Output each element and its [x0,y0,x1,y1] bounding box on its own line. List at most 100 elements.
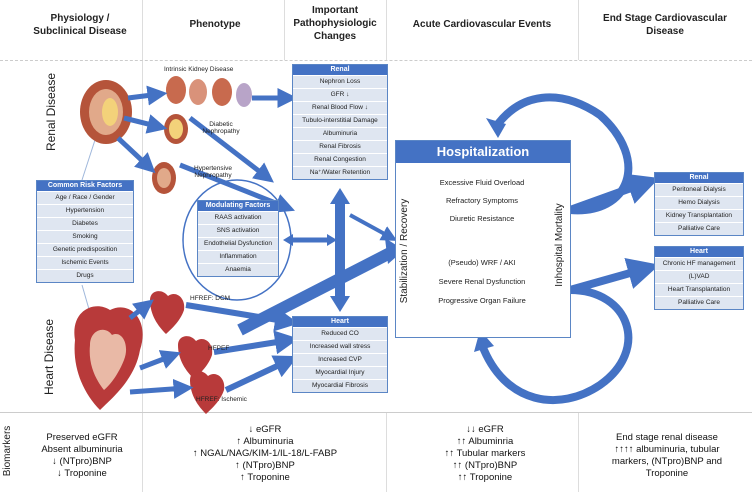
arrow-kidney-intrinsic [127,85,168,106]
label-inhospital-mortality: Inhospital Mortality [554,203,565,287]
biomarker-line: markers, (NTpro)BNP and [611,456,723,467]
connector-risk-renal [81,139,96,181]
label-hfpef: HFPEF [208,345,230,352]
biomarker-line: ↓ (NTpro)BNP [52,456,112,467]
endstage-renal-title: Renal [655,173,743,183]
risk-factor-item: Diabetes [37,217,133,230]
label-hfref-ischemic: HFREF: Ischemic [196,396,247,403]
renal-change-item: Albuminuria [293,127,387,140]
heart-main-icon [74,306,143,410]
header-acute: Acute Cardiovascular Events [412,19,552,30]
modulating-factor-item: Anaemia [198,263,278,276]
hosp-item: Refractory Symptoms [445,196,519,205]
endstage-heart-title: Heart [655,247,743,257]
renal-changes-panel: Renal Nephron Loss GFR ↓ Renal Blood Flo… [292,64,388,180]
endstage-heart-item: Heart Transplantation [655,283,743,296]
biomarker-divider [0,412,752,413]
hosp-item: (Pseudo) WRF / AKI [448,258,516,267]
biomarker-line: ↓↓ eGFR [466,424,504,435]
column-divider [386,412,387,492]
label-intrinsic-kidney: Intrinsic Kidney Disease [164,66,234,73]
hosp-item: Severe Renal Dysfunction [438,277,526,286]
hosp-item: Diuretic Resistance [449,214,515,223]
risk-factors-panel: Common Risk Factors Age / Race / Gender … [36,180,134,283]
heart-change-item: Increased CVP [293,353,387,366]
heart-change-item: Myocardial Fibrosis [293,379,387,392]
biomarker-line: ↑↑↑↑ albuminuria, tubular [614,444,720,455]
endstage-renal-item: Peritoneal Dialysis [655,183,743,196]
biomarkers-col-endstage: End stage renal disease ↑↑↑↑ albuminuria… [592,432,742,480]
label-diabetic-nephropathy: Diabetic Nephropathy [202,121,240,135]
heart-change-item: Myocardial Injury [293,366,387,379]
biomarker-line: Preserved eGFR [46,432,118,443]
endstage-heart-panel: Heart Chronic HF management (L)VAD Heart… [654,246,744,310]
arrow-to-endstage-heart [568,258,660,294]
hospitalization-title: Hospitalization [396,141,570,163]
risk-factors-title: Common Risk Factors [37,181,133,191]
header-physiology: Physiology / Subclinical Disease [33,13,127,37]
arrow-heart-hosp [237,246,395,336]
kidney-hypertensive-icon [152,162,176,194]
heart-hfpef-icon [178,336,213,379]
column-divider [578,0,579,60]
column-divider [386,0,387,60]
kidney-intrinsic-icon [166,76,252,107]
endstage-renal-item: Hemo Dialysis [655,196,743,209]
arrow-heart-hfpef [139,350,182,371]
biomarker-line: ↑ Albuminuria [236,436,294,447]
heart-ischemic-icon [190,371,225,414]
label-hypertensive-nephropathy: Hypertensive Nephropathy [194,165,232,179]
arrow-to-endstage-renal [568,173,660,214]
risk-factor-item: Ischemic Events [37,256,133,269]
arrow-hfpef-heart [213,330,299,355]
heart-changes-title: Heart [293,317,387,327]
renal-changes-title: Renal [293,65,387,75]
endstage-heart-item: Chronic HF management [655,257,743,270]
heart-changes-panel: Heart Reduced CO Increased wall stress I… [292,316,388,393]
biomarker-line: ↑ (NTpro)BNP [235,460,295,471]
renal-change-item: Renal Fibrosis [293,140,387,153]
risk-factor-item: Hypertension [37,204,133,217]
arrow-kidney-hypertensive [116,136,156,174]
biomarker-line: ↓ Troponine [57,468,107,479]
renal-change-item: Renal Congestion [293,153,387,166]
biomarkers-col-acute: ↓↓ eGFR ↑↑ Albuminria ↑↑ Tubular markers… [400,424,570,484]
biomarker-line: ↑↑ (NTpro)BNP [452,460,518,471]
hospitalization-box: Hospitalization [395,140,571,338]
risk-factor-item: Smoking [37,230,133,243]
modulating-factor-item: Endothelial Dysfunction [198,237,278,250]
biomarker-line: ↓ eGFR [248,424,282,435]
label-stabilization-recovery: Stabilization / Recovery [399,198,410,304]
hosp-item: Excessive Fluid Overload [439,178,525,187]
kidney-main-icon [80,80,132,144]
biomarker-line: ↑ NGAL/NAG/KIM-1/IL-18/L-FABP [192,448,338,459]
biomarker-line: ↑↑ Tubular markers [444,448,526,459]
heart-dcm-icon [150,291,185,334]
renal-change-item: Tubulo-interstitial Damage [293,114,387,127]
modulating-factors-title: Modulating Factors [198,201,278,211]
biomarker-line: ↑ Troponine [240,472,290,483]
modulating-factor-item: Inflammation [198,250,278,263]
arrow-ischemic-heart [224,355,299,393]
renal-change-item: Na⁺/Water Retention [293,166,387,179]
biomarker-line: ↑↑ Albuminria [456,436,514,447]
hosp-item: Progressive Organ Failure [438,296,526,305]
column-divider [142,0,143,492]
header-endstage: End Stage Cardiovascular Disease [603,13,727,37]
arrow-loop-bottom [478,286,633,404]
modulating-factor-item: SNS activation [198,224,278,237]
modulating-factors-panel: Modulating Factors RAAS activation SNS a… [197,200,279,277]
biomarker-line: End stage renal disease [616,432,718,443]
arrow-renal-hosp [349,213,398,241]
arrow-heart-ischemic [129,378,194,399]
biomarker-line: Troponine [645,468,689,479]
biomarker-line: ↑↑ Troponine [457,472,513,483]
modulating-factor-item: RAAS activation [198,211,278,224]
biomarkers-col-subclinical: Preserved eGFR Absent albuminuria ↓ (NTp… [22,432,142,480]
header-pathophysiologic: Important Pathophysiologic Changes [293,5,377,42]
arrow-kidney-diabetic [123,114,168,134]
header-divider [0,60,752,61]
biomarkers-col-phenotype: ↓ eGFR ↑ Albuminuria ↑ NGAL/NAG/KIM-1/IL… [150,424,380,484]
kidney-diabetic-icon [164,114,188,144]
